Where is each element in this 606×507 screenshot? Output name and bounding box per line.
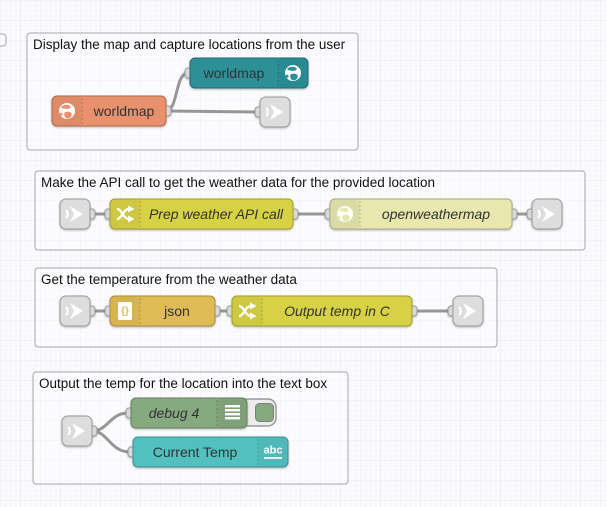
node-label: json	[163, 303, 190, 319]
icon-region	[110, 199, 140, 229]
function-node-prep[interactable]: Prep weather API call	[104, 198, 299, 230]
node-label: openweathermap	[382, 206, 490, 222]
openweathermap-node[interactable]: openweathermap	[324, 198, 518, 230]
svg-text:{}: {}	[121, 306, 129, 317]
group-title: Output the temp for the location into th…	[39, 376, 327, 391]
debug-lines-icon	[225, 405, 240, 420]
node-label: Output temp in C	[284, 303, 391, 319]
debug-toggle-button[interactable]	[239, 398, 277, 427]
worldmap-node[interactable]: worldmap	[51, 95, 172, 127]
link-out-node-1[interactable]	[254, 96, 291, 128]
function-node-output[interactable]: Output temp in C	[226, 295, 418, 327]
svg-text:abc: abc	[264, 445, 283, 457]
ui-text-node[interactable]: abc Current Temp	[127, 436, 289, 468]
link-out-node-3[interactable]	[447, 295, 484, 327]
node-body[interactable]	[132, 436, 289, 468]
node-body[interactable]	[329, 198, 513, 230]
group-title: Make the API call to get the weather dat…	[41, 175, 435, 190]
node-label: worldmap	[93, 103, 155, 119]
debug-toggle-indicator[interactable]	[255, 403, 274, 422]
node-label: worldmap	[203, 65, 265, 81]
json-node[interactable]: {} json	[104, 295, 221, 327]
worldmap-in-node[interactable]: worldmap	[184, 57, 309, 89]
icon-region	[232, 296, 262, 326]
icon-region	[258, 437, 288, 467]
globe-icon	[337, 206, 353, 222]
json-braces-icon: {}	[118, 302, 132, 320]
link-in-node-2[interactable]	[59, 198, 96, 230]
wire[interactable]	[164, 109, 260, 114]
link-in-node-4[interactable]	[61, 415, 98, 447]
globe-icon	[285, 65, 301, 81]
globe-icon	[59, 103, 75, 119]
group-title: Display the map and capture locations fr…	[33, 37, 346, 52]
offscreen-group-edge	[0, 33, 7, 47]
node-body[interactable]	[231, 295, 413, 327]
group-box-api-call[interactable]	[34, 170, 586, 251]
node-label: Current Temp	[153, 444, 238, 460]
node-body[interactable]	[109, 198, 294, 230]
link-in-node-3[interactable]	[59, 295, 96, 327]
node-label: debug 4	[149, 405, 200, 421]
group-title: Get the temperature from the weather dat…	[41, 272, 297, 287]
abc-icon: abc	[264, 445, 283, 459]
node-label: Prep weather API call	[149, 206, 284, 222]
link-out-node-2[interactable]	[526, 198, 563, 230]
debug-node[interactable]: debug 4	[125, 397, 248, 429]
